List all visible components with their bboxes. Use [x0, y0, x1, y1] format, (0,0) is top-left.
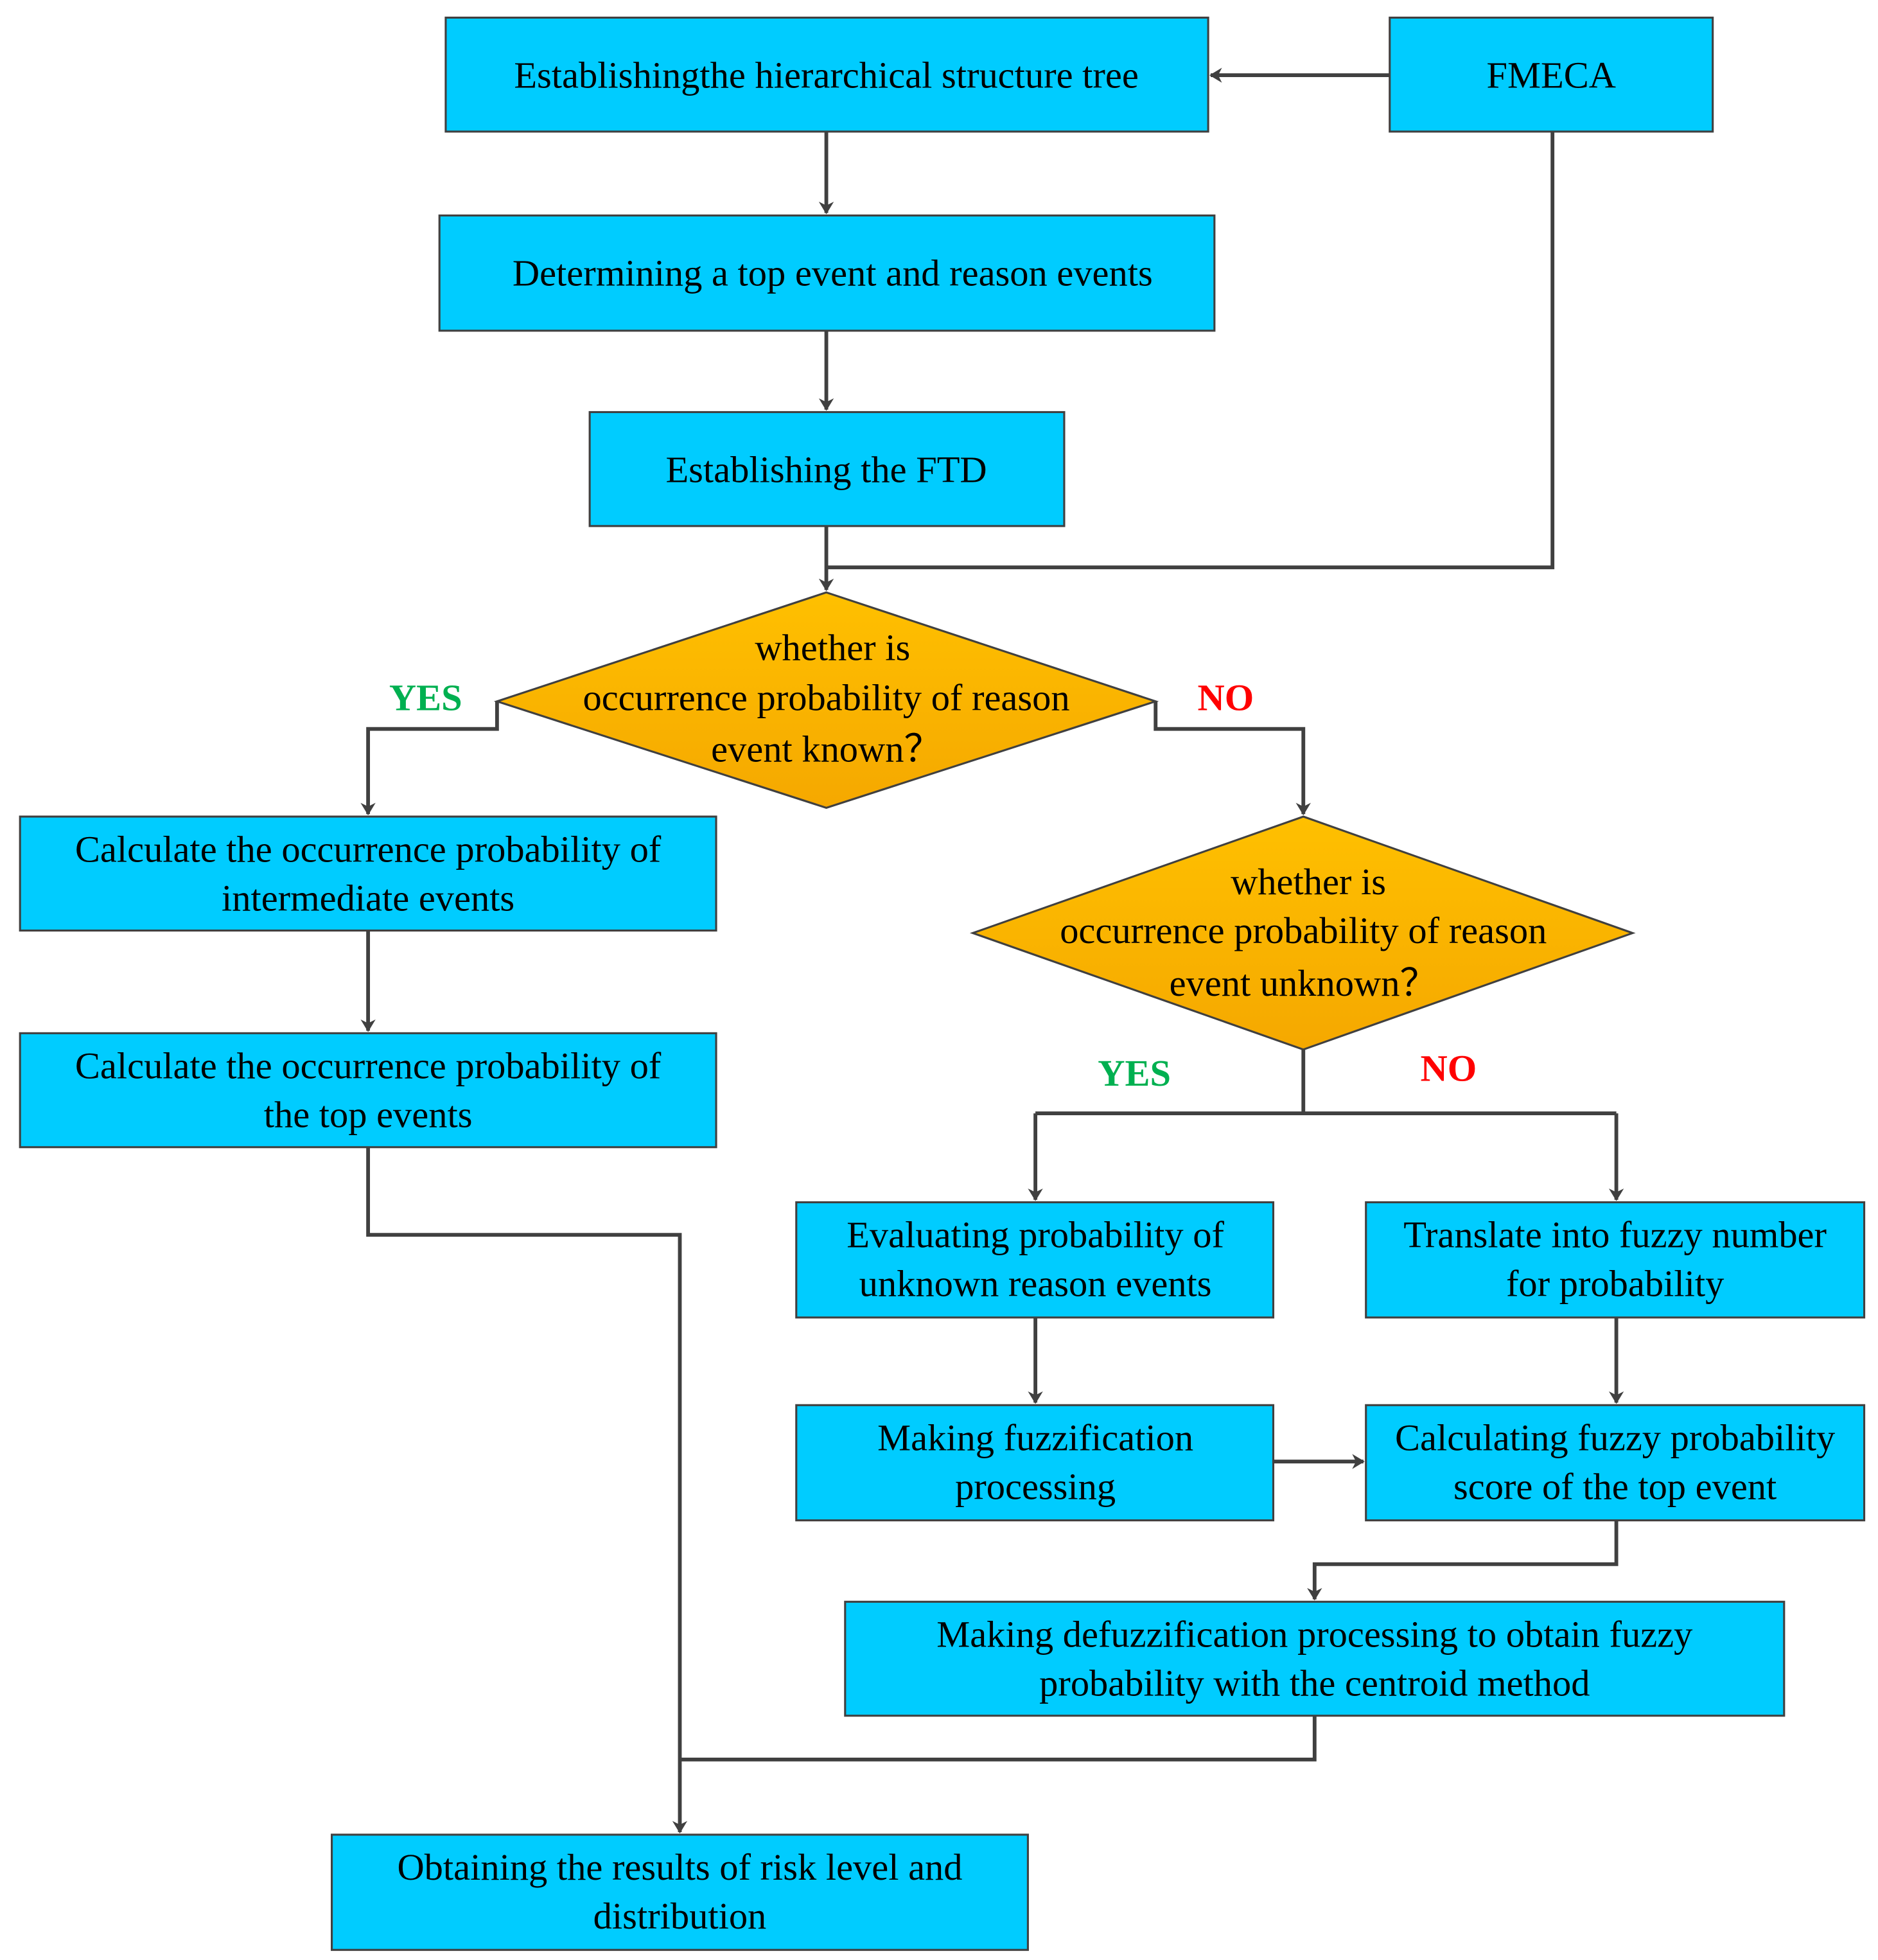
svg-text:whether is: whether is	[755, 626, 910, 668]
node-text: unknown reason events	[859, 1263, 1212, 1305]
arrow-score-to-defuzz	[1307, 1520, 1619, 1601]
svg-text:Calculate the occurrence proba: Calculate the occurrence probability of	[75, 828, 662, 870]
svg-text:Making fuzzification: Making fuzzification	[877, 1417, 1193, 1458]
svg-text:FMECA: FMECA	[1486, 55, 1615, 96]
node-text: Establishingthe hierarchical structure t…	[514, 55, 1138, 96]
node-text: Evaluating probability of	[847, 1214, 1224, 1256]
svg-text:occurrence probability of reas: occurrence probability of reason	[583, 676, 1069, 718]
svg-text:event known？: event known？	[711, 728, 942, 770]
svg-text:Calculate the occurrence proba: Calculate the occurrence probability of	[75, 1045, 662, 1087]
node-determine: Determining a top event and reason event…	[438, 214, 1216, 332]
node-calc-top: Calculate the occurrence probability of …	[19, 1032, 717, 1149]
node-text: intermediate events	[222, 877, 514, 919]
node-calc-intermediate: Calculate the occurrence probability of …	[19, 815, 717, 932]
label-no-1: NO	[1198, 676, 1254, 718]
label-yes-1: YES	[389, 676, 462, 718]
svg-text:Calculating fuzzy probability: Calculating fuzzy probability	[1395, 1417, 1835, 1458]
node-text: the top events	[264, 1094, 473, 1136]
arrow-top-to-results	[366, 1147, 688, 1833]
node-text: Calculating fuzzy probability	[1395, 1417, 1835, 1458]
svg-text:score of the top event: score of the top event	[1453, 1465, 1777, 1507]
svg-text:whether is: whether is	[1231, 861, 1386, 903]
node-fuzzification: Making fuzzification processing	[795, 1404, 1275, 1522]
svg-text:Making defuzzification process: Making defuzzification processing to obt…	[936, 1614, 1692, 1655]
node-text: Establishing the FTD	[665, 449, 987, 491]
node-text: event unknown？	[1170, 962, 1437, 1004]
node-fuzzy-score: Calculating fuzzy probability score of t…	[1365, 1404, 1866, 1522]
node-results: Obtaining the results of risk level and …	[331, 1833, 1029, 1951]
label-no-2: NO	[1421, 1047, 1477, 1089]
svg-text:Evaluating probability of: Evaluating probability of	[847, 1214, 1224, 1256]
svg-text:Determining a top event and re: Determining a top event and reason event…	[513, 252, 1153, 294]
svg-text:Translate into fuzzy number: Translate into fuzzy number	[1403, 1214, 1827, 1256]
svg-text:Obtaining the results of risk: Obtaining the results of risk level and	[397, 1846, 962, 1888]
svg-text:occurrence probability of reas: occurrence probability of reason	[1060, 910, 1547, 951]
decision-known: whether is occurrence probability of rea…	[493, 591, 1159, 809]
svg-text:Establishing the FTD: Establishing the FTD	[665, 449, 987, 491]
node-text: Obtaining the results of risk level and	[397, 1846, 962, 1888]
node-text: score of the top event	[1453, 1465, 1777, 1507]
node-text: occurrence probability of reason	[1060, 910, 1547, 951]
node-text: Calculate the occurrence probability of	[75, 828, 662, 870]
line-decision2-split	[1035, 1049, 1617, 1116]
node-text: whether is	[1231, 861, 1386, 903]
connectors	[360, 67, 1624, 1833]
node-text: event known？	[711, 728, 942, 770]
svg-text:the top events: the top events	[264, 1094, 473, 1136]
node-text: processing	[955, 1465, 1116, 1507]
node-hierarchy: Establishingthe hierarchical structure t…	[444, 16, 1209, 133]
node-text: distribution	[593, 1895, 767, 1937]
arrow-no1	[1154, 701, 1311, 816]
node-text: Determining a top event and reason event…	[513, 252, 1153, 294]
node-text: whether is	[755, 626, 910, 668]
node-text: probability with the centroid method	[1039, 1663, 1590, 1704]
node-text: Making fuzzification	[877, 1417, 1193, 1458]
line-defuzz-to-results	[680, 1715, 1317, 1761]
label-yes-2: YES	[1098, 1052, 1171, 1094]
decision-unknown: whether is occurrence probability of rea…	[969, 815, 1636, 1051]
svg-text:intermediate events: intermediate events	[222, 877, 514, 919]
svg-text:unknown reason events: unknown reason events	[859, 1263, 1212, 1305]
svg-text:probability with the centroid: probability with the centroid method	[1039, 1663, 1590, 1704]
node-text: occurrence probability of reason	[583, 676, 1069, 718]
svg-text:Establishingthe hierarchical s: Establishingthe hierarchical structure t…	[514, 55, 1138, 96]
node-text: for probability	[1506, 1263, 1724, 1305]
node-fmeca: FMECA	[1389, 16, 1714, 133]
node-text: FMECA	[1486, 55, 1615, 96]
svg-text:distribution: distribution	[593, 1895, 767, 1937]
node-evaluating: Evaluating probability of unknown reason…	[795, 1201, 1275, 1319]
node-text: Calculate the occurrence probability of	[75, 1045, 662, 1087]
node-defuzz: Making defuzzification processing to obt…	[844, 1600, 1786, 1717]
node-text: Making defuzzification processing to obt…	[936, 1614, 1692, 1655]
arrow-fmeca-to-decision	[826, 131, 1555, 570]
node-text: Translate into fuzzy number	[1403, 1214, 1827, 1256]
svg-text:for probability: for probability	[1506, 1263, 1724, 1305]
node-translate: Translate into fuzzy number for probabil…	[1365, 1201, 1866, 1319]
svg-text:event unknown？: event unknown？	[1170, 962, 1437, 1004]
svg-text:processing: processing	[955, 1465, 1116, 1507]
node-ftd: Establishing the FTD	[588, 411, 1066, 527]
arrow-yes1	[360, 701, 499, 816]
